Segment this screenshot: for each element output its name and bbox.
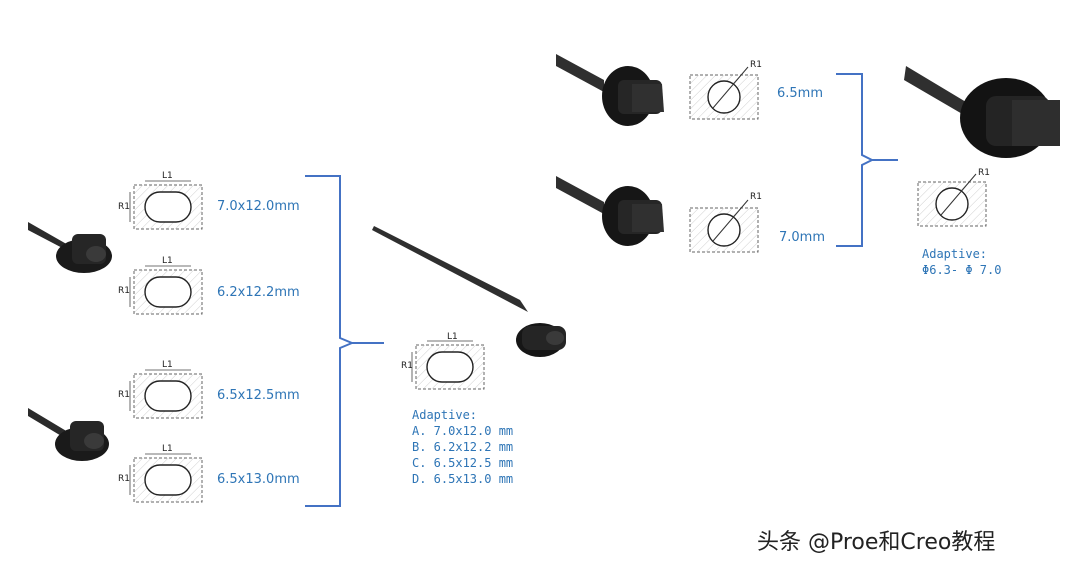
oval-hole-d (129, 453, 203, 503)
adaptive-item-c: C. 6.5x12.5 mm (412, 456, 514, 470)
oval-hole-c (129, 369, 203, 419)
fir-clip-large (904, 66, 1060, 158)
hole-radius-label-70: R1 (750, 192, 762, 202)
adaptive-title-left: Adaptive: (412, 408, 478, 422)
adaptive-item-d: D. 6.5x13.0 mm (412, 472, 514, 486)
round-hole-adaptive (917, 173, 987, 227)
size-label-b: 6.2x12.2mm (217, 285, 300, 300)
fir-clip-top (556, 54, 664, 126)
hole-radius-label-b: R1 (118, 286, 130, 296)
adaptive-note-right: Adaptive: Φ6.3- Φ 7.0 (922, 246, 1001, 278)
adaptive-title-right: Adaptive: (922, 247, 988, 261)
hole-length-label-b: L1 (162, 256, 173, 266)
right-bracket (836, 73, 898, 247)
round-hole-70 (689, 199, 759, 253)
hole-length-label-a: L1 (162, 171, 173, 181)
round-hole-65 (689, 66, 759, 120)
oval-hole-b (129, 265, 203, 315)
hole-length-label-d: L1 (162, 444, 173, 454)
fir-clip-middle (556, 176, 664, 246)
oval-hole-adaptive (411, 340, 485, 390)
hole-length-label-center: L1 (447, 332, 458, 342)
adaptive-item-a: A. 7.0x12.0 mm (412, 424, 514, 438)
oval-hole-a (129, 180, 203, 230)
hole-radius-label-center: R1 (401, 361, 413, 371)
size-label-d: 6.5x13.0mm (217, 472, 300, 487)
size-label-c: 6.5x12.5mm (217, 388, 300, 403)
hole-radius-label-a: R1 (118, 202, 130, 212)
hole-radius-label-d: R1 (118, 474, 130, 484)
watermark-text: 头条 @Proe和Creo教程 (757, 530, 996, 555)
hole-radius-label-c: R1 (118, 390, 130, 400)
size-label-a: 7.0x12.0mm (217, 199, 300, 214)
hole-radius-label-adaptive: R1 (978, 168, 990, 178)
size-label-65: 6.5mm (777, 86, 824, 101)
left-bracket (305, 175, 384, 507)
hole-length-label-c: L1 (162, 360, 173, 370)
clip-part-bottom-left (28, 408, 109, 461)
clip-part-center (372, 226, 566, 357)
clip-part-top-left (28, 222, 112, 273)
adaptive-note-left: Adaptive: A. 7.0x12.0 mm B. 6.2x12.2 mm … (412, 407, 513, 487)
size-label-70: 7.0mm (779, 230, 826, 245)
hole-radius-label-65: R1 (750, 60, 762, 70)
adaptive-item-b: B. 6.2x12.2 mm (412, 440, 514, 454)
adaptive-range: Φ6.3- Φ 7.0 (922, 263, 1002, 277)
